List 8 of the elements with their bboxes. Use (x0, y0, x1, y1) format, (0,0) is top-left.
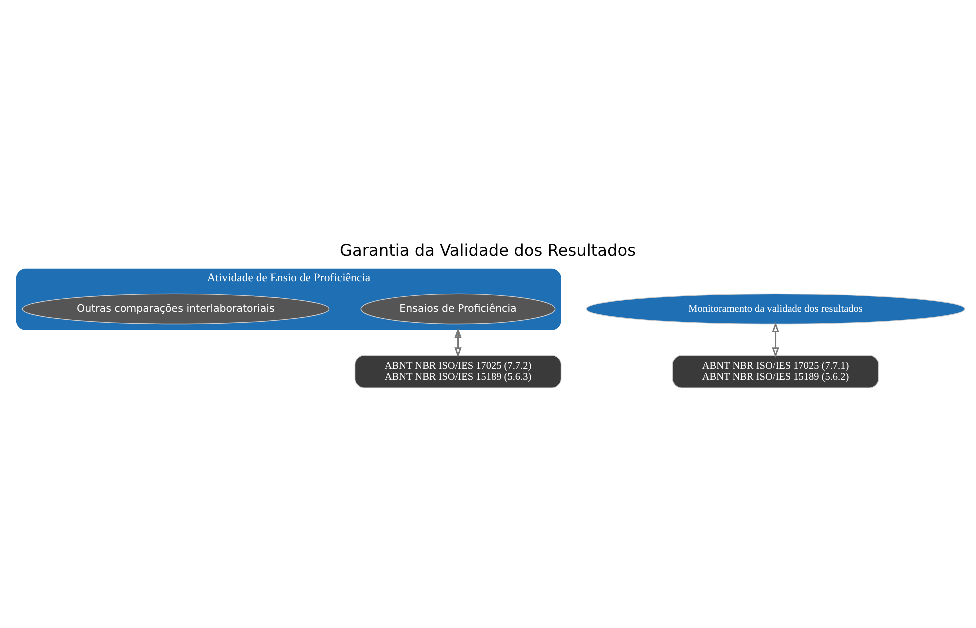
node-ellipse: Outras comparações interlaboratoriais (22, 294, 330, 325)
node-ellipse: Monitoramento da validade dos resultados (586, 294, 966, 325)
node-box: ABNT NBR ISO/IES 17025 (7.7.1) ABNT NBR ISO/IES 15189 (5.6.2) (672, 355, 880, 388)
node-box: ABNT NBR ISO/IES 17025 (7.7.2) ABNT NBR ISO/IES 15189 (5.6.3) (354, 355, 562, 388)
arrow (454, 328, 462, 358)
node-ellipse: Ensaios de Proficiência (360, 294, 556, 325)
arrow (772, 322, 780, 358)
diagram-title: Garantia da Validade dos Resultados (340, 240, 636, 260)
